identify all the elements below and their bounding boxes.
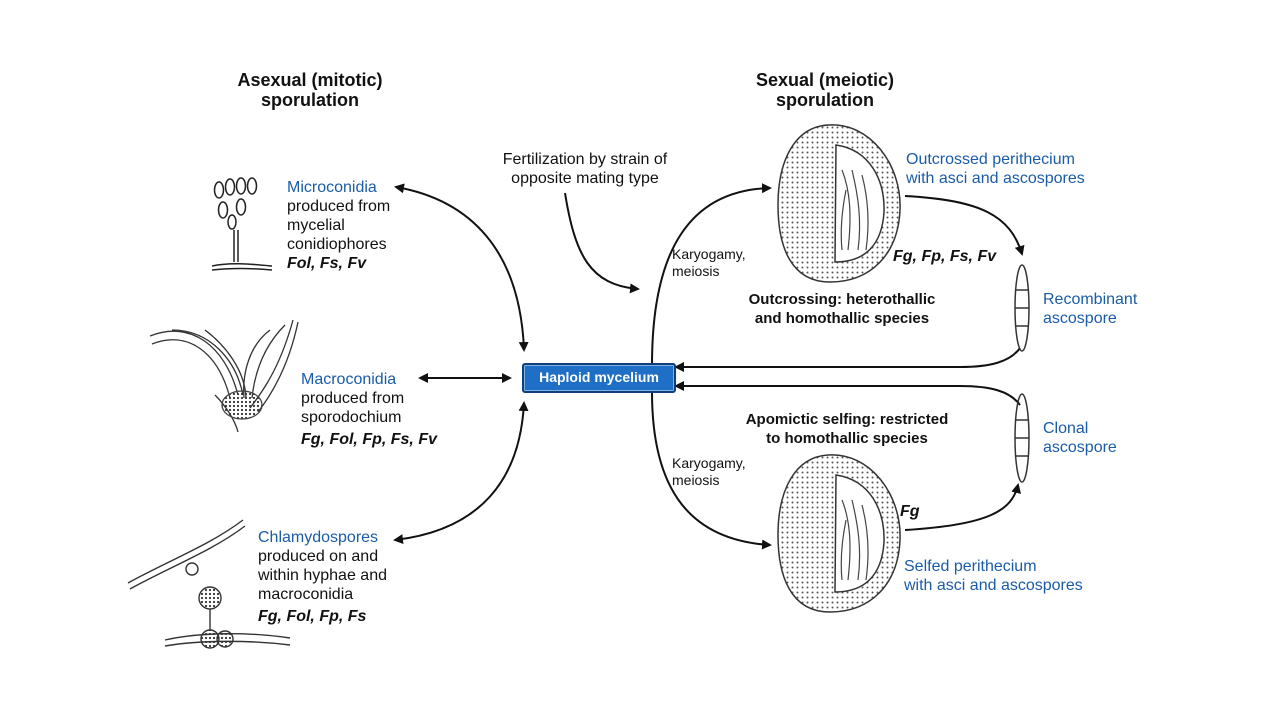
apomictic-note-line2: to homothallic species — [766, 430, 928, 447]
arrow-to-clonal — [904, 483, 1021, 531]
apomictic-note: Apomictic selfing: restricted to homotha… — [722, 410, 972, 448]
recombinant-label: Recombinant ascospore — [1043, 290, 1173, 328]
fertilization-line2: opposite mating type — [511, 170, 659, 187]
macroconidia-desc-2: sporodochium — [301, 409, 402, 426]
microconidia-illustration — [211, 177, 273, 271]
recombinant-ascospore-illustration — [1014, 264, 1030, 352]
outcrossed-label-line1: Outcrossed perithecium — [906, 151, 1075, 168]
fertilization-line1: Fertilization by strain of — [502, 151, 668, 168]
sexual-heading: Sexual (meiotic) sporulation — [720, 70, 930, 110]
selfed-label-line2: with asci and ascospores — [904, 577, 1083, 594]
selfed-species: Fg — [900, 503, 920, 520]
microconidia-name: Microconidia — [287, 179, 377, 196]
apomictic-note-line1: Apomictic selfing: restricted — [745, 411, 949, 428]
karyogamy-top-line1: Karyogamy, — [672, 246, 746, 262]
chlamydospores-label-block: Chlamydospores produced on and within hy… — [258, 528, 428, 626]
macroconidia-illustration — [149, 319, 299, 433]
arrow-to-recombinant — [904, 195, 1025, 256]
arrow-microconidia — [394, 183, 529, 352]
selfed-perithecium-illustration — [777, 454, 901, 613]
karyogamy-bottom-label: Karyogamy, meiosis — [672, 455, 782, 489]
chlamydospores-illustration — [127, 519, 291, 649]
macroconidia-label-block: Macroconidia produced from sporodochium … — [301, 370, 461, 449]
asexual-heading-line1: Asexual (mitotic) — [237, 70, 383, 90]
recombinant-line2: ascospore — [1043, 310, 1117, 327]
karyogamy-bottom-line1: Karyogamy, — [672, 455, 746, 471]
clonal-label: Clonal ascospore — [1043, 419, 1173, 457]
microconidia-desc-2: mycelial — [287, 217, 345, 234]
chlamydospores-name: Chlamydospores — [258, 529, 379, 546]
asexual-heading: Asexual (mitotic) sporulation — [205, 70, 415, 110]
macroconidia-desc-1: produced from — [301, 390, 405, 407]
outcrossed-species: Fg, Fp, Fs, Fv — [893, 248, 997, 265]
outcrossed-label-line2: with asci and ascospores — [906, 170, 1085, 187]
outcrossing-note-line2: and homothallic species — [754, 310, 930, 327]
microconidia-species: Fol, Fs, Fv — [287, 255, 367, 272]
karyogamy-top-label: Karyogamy, meiosis — [672, 246, 782, 280]
chlamydospores-desc-2: within hyphae and — [258, 567, 387, 584]
macroconidia-species: Fg, Fol, Fp, Fs, Fv — [301, 431, 437, 448]
selfed-label-line1: Selfed perithecium — [904, 558, 1037, 575]
outcrossing-note: Outcrossing: heterothallic and homothall… — [722, 290, 962, 328]
clonal-ascospore-illustration — [1014, 393, 1030, 483]
arrow-karyogamy-top — [651, 183, 772, 366]
chlamydospores-desc-3: macroconidia — [258, 586, 354, 603]
clonal-line1: Clonal — [1043, 420, 1089, 437]
karyogamy-top-line2: meiosis — [672, 263, 720, 279]
microconidia-desc-1: produced from — [287, 198, 391, 215]
arrow-chlamydospores — [393, 401, 529, 545]
arrow-karyogamy-bottom — [651, 391, 772, 550]
arrow-recombinant-return — [674, 347, 1021, 372]
chlamydospores-desc-1: produced on and — [258, 548, 379, 565]
asexual-heading-line2: sporulation — [261, 90, 359, 110]
sexual-heading-line1: Sexual (meiotic) — [755, 70, 895, 90]
microconidia-desc-3: conidiophores — [287, 236, 387, 253]
clonal-line2: ascospore — [1043, 439, 1117, 456]
karyogamy-bottom-line2: meiosis — [672, 472, 720, 488]
microconidia-label-block: Microconidia produced from mycelial coni… — [287, 178, 417, 273]
sexual-heading-line2: sporulation — [776, 90, 874, 110]
fertilization-note: Fertilization by strain of opposite mati… — [480, 150, 690, 188]
outcrossed-perithecium-illustration — [777, 124, 901, 283]
macroconidia-name: Macroconidia — [301, 371, 397, 388]
outcrossing-note-line1: Outcrossing: heterothallic — [748, 291, 936, 308]
haploid-mycelium-node: Haploid mycelium — [522, 363, 676, 393]
arrow-clonal-return — [674, 381, 1021, 406]
arrow-fertilization — [564, 192, 640, 294]
selfed-perithecium-label: Selfed perithecium with asci and ascospo… — [904, 557, 1124, 595]
outcrossed-perithecium-label: Outcrossed perithecium with asci and asc… — [906, 150, 1126, 188]
recombinant-line1: Recombinant — [1043, 291, 1138, 308]
chlamydospores-species: Fg, Fol, Fp, Fs — [258, 608, 367, 625]
